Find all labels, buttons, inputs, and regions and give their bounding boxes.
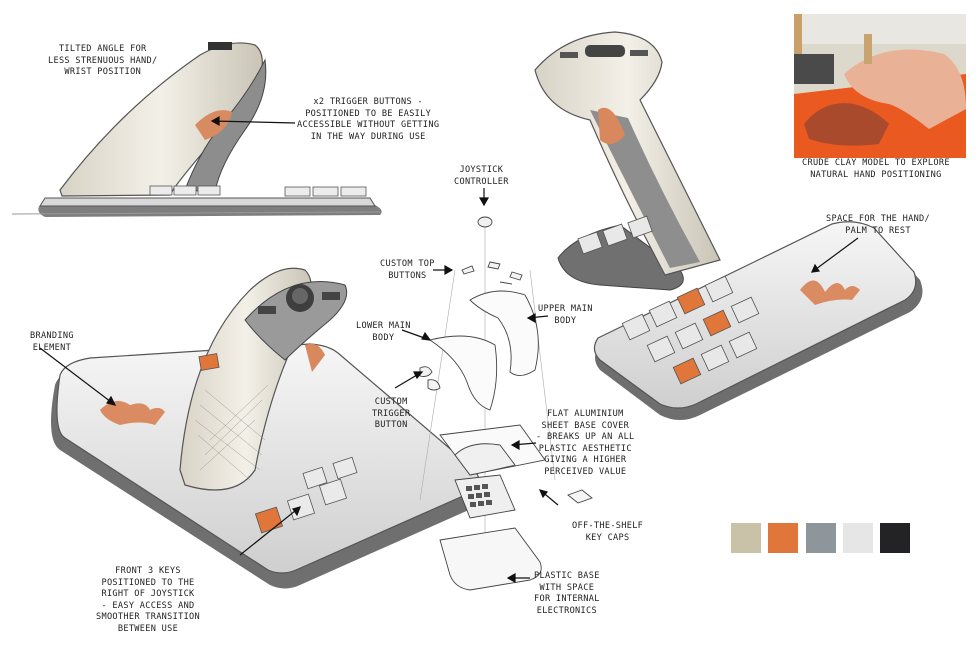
clay-model-photo bbox=[794, 14, 966, 158]
exploded-view bbox=[419, 216, 593, 591]
three-quarter-view-rear bbox=[534, 31, 923, 420]
swatch-black bbox=[880, 523, 910, 553]
swatch-beige bbox=[731, 523, 761, 553]
annotation-space-for-hand: SPACE FOR THE HAND/PALM TO REST bbox=[826, 214, 931, 236]
swatch-light-grey bbox=[843, 523, 873, 553]
side-view-joystick bbox=[11, 42, 382, 217]
leader-arrows bbox=[39, 115, 859, 584]
swatch-grey bbox=[806, 523, 836, 553]
annotation-trigger-buttons: x2 TRIGGER BUTTONS -POSITIONED TO BE EAS… bbox=[297, 97, 440, 142]
swatch-orange bbox=[768, 523, 798, 553]
three-quarter-view-front bbox=[51, 267, 486, 589]
